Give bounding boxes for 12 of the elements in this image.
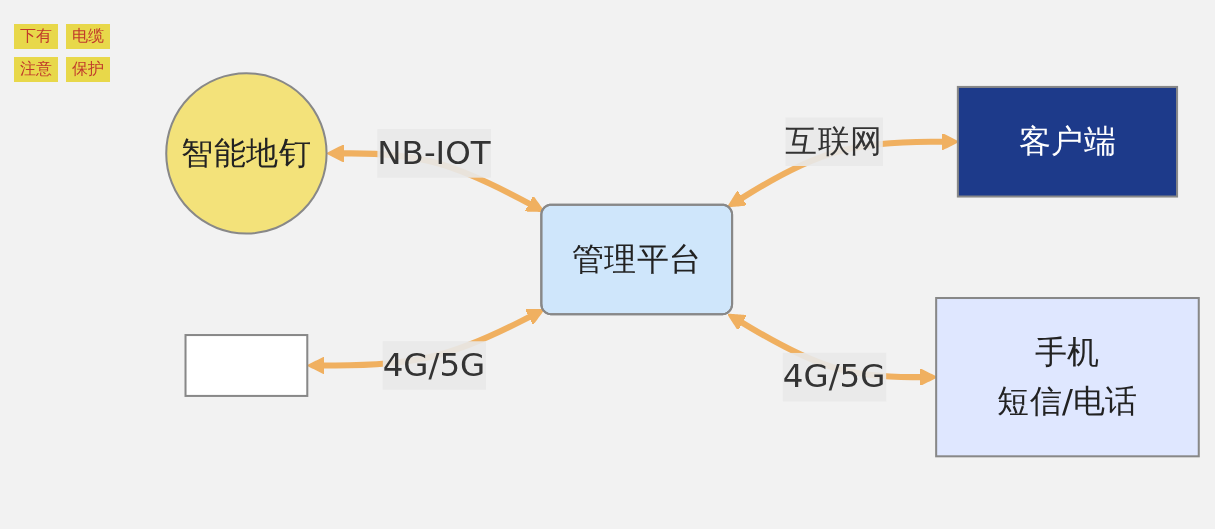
edge-label: 互联网 (785, 121, 883, 160)
node-box: 手机 短信/电话 (935, 296, 1200, 458)
device-marking-text: 注意 (14, 57, 58, 82)
edge-label: 4G/5G (382, 344, 486, 384)
node-box: 客户端 (956, 85, 1179, 198)
node-circle: 智能地钉 (165, 71, 328, 235)
device-marking-text: 保护 (66, 57, 110, 82)
device-marking-text: 下有 (14, 24, 58, 49)
edge-label: 4G/5G (782, 356, 886, 396)
device-marking-text: 电缆 (66, 24, 110, 49)
edge-label: NB-IOT (377, 132, 491, 172)
node-box (184, 333, 309, 397)
